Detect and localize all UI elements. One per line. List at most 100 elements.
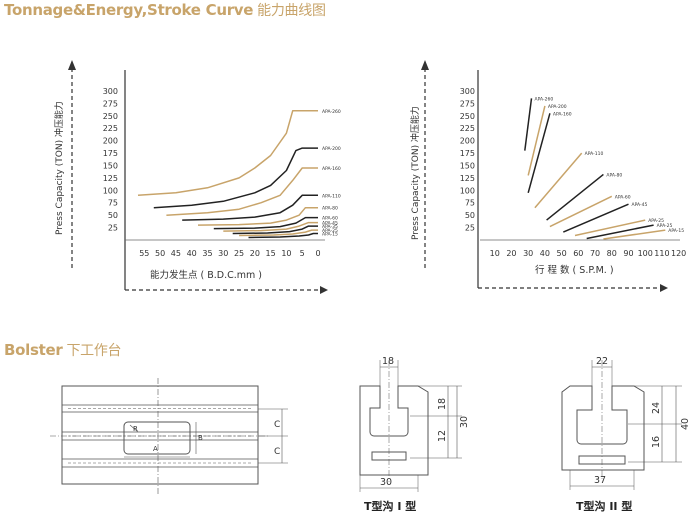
t-slot-type1-dim-total: 30 <box>459 416 470 428</box>
t-slot-type2-caption: T型沟 II 型 <box>576 500 633 513</box>
chart2-x-tick: 80 <box>607 249 617 258</box>
chart2-series-line <box>586 224 654 240</box>
t-slot-type1-dim-top: 18 <box>382 356 394 367</box>
chart1-y-tick: 250 <box>103 112 118 121</box>
section-title-bolster-en: Bolster <box>4 341 63 359</box>
bolster-dim-a: A <box>153 445 158 453</box>
chart2-y-tick: 275 <box>460 99 475 108</box>
chart1-x-tick: 10 <box>281 249 291 258</box>
chart2-y-tick: 300 <box>460 87 475 96</box>
chart1-series-line <box>213 216 318 230</box>
chart2-y-tick: 75 <box>465 199 475 208</box>
chart2-y-tick: 175 <box>460 149 475 158</box>
chart2-x-tick: 100 <box>638 249 653 258</box>
chart1-y-tick: 125 <box>103 174 118 183</box>
chart2-series-label: APA-60 <box>615 194 631 200</box>
chart2-series-label: APA-25 <box>657 223 673 229</box>
chart2-series-label: APA-15 <box>668 228 684 234</box>
chart2-series-label: APA-160 <box>553 111 572 117</box>
chart1-y-tick: 75 <box>108 199 118 208</box>
chart1-y-tick: 150 <box>103 161 118 170</box>
chart2-y-tick: 50 <box>465 211 475 220</box>
chart1-series-line <box>248 232 318 239</box>
t-slot-type1-dim-upper: 18 <box>437 398 448 410</box>
chart2-y-tick: 100 <box>460 186 475 195</box>
chart1-series-line <box>223 221 318 232</box>
chart1-y-tick: 200 <box>103 137 118 146</box>
chart2-series-line <box>549 195 613 228</box>
chart1-x-tick: 15 <box>266 249 276 258</box>
chart1-series-label: APA-80 <box>322 206 338 212</box>
chart2-y-tick: 150 <box>460 161 475 170</box>
bolster-dim-c2: C <box>274 447 280 457</box>
chart1-series-line <box>182 194 318 221</box>
chart2-x-tick: 40 <box>540 249 550 258</box>
chart1-x-tick: 50 <box>155 249 165 258</box>
chart1-x-tick: 30 <box>218 249 228 258</box>
chart2-y-tick: 250 <box>460 112 475 121</box>
chart2-y-tick: 125 <box>460 174 475 183</box>
chart2-ylabel: Press Capacity (TON) 冲压能力 <box>409 106 421 240</box>
chart2-right-arrow <box>660 284 668 292</box>
chart2-x-tick: 120 <box>671 249 686 258</box>
chart2-x-tick: 20 <box>506 249 516 258</box>
section-title-bolster-cn: 下工作台 <box>66 343 122 359</box>
chart2-series-line <box>574 219 646 237</box>
chart1-x-tick: 20 <box>250 249 260 258</box>
t-slot-type1 <box>359 360 462 492</box>
chart1-series: APA-260APA-200APA-160APA-110APA-80APA-60… <box>137 109 341 239</box>
chart1-y-tick: 225 <box>103 124 118 133</box>
chart2-frame: Press Capacity (TON) 冲压能力 行 程 数 ( S.P.M.… <box>409 60 686 292</box>
chart2-x-tick: 30 <box>523 249 533 258</box>
chart2-series-line <box>527 105 546 176</box>
t-slot-type1-outline <box>359 385 429 476</box>
chart2-x-tick: 60 <box>573 249 583 258</box>
bolster-dim-r: R <box>133 425 138 433</box>
chart1-series-label: APA-260 <box>322 109 341 115</box>
chart2-series-label: APA-200 <box>548 104 567 110</box>
chart1-frame: Press Capacity (TON) 冲压能力 能力发生点 ( B.D.C.… <box>53 60 341 294</box>
chart1-x-tick: 45 <box>171 249 181 258</box>
chart2-x-tick: 70 <box>590 249 600 258</box>
bolster-hole <box>123 421 191 455</box>
chart1-series-label: APA-45 <box>322 221 338 227</box>
chart1-y-tick: 25 <box>108 224 118 233</box>
chart2-series-line <box>603 229 666 240</box>
chart1-right-arrow <box>320 286 328 294</box>
chart1-y-tick: 275 <box>103 99 118 108</box>
chart1-series-line <box>232 225 318 235</box>
chart1-y-tick: 100 <box>103 186 118 195</box>
chart2-series-label: APA-25 <box>648 218 664 224</box>
chart1-series-line <box>153 147 318 209</box>
chart2-series: APA-260APA-200APA-160APA-110APA-80APA-60… <box>524 96 684 240</box>
chart2-series-label: APA-110 <box>585 151 604 157</box>
t-slot-type2 <box>561 360 682 490</box>
chart2-x-tick: 50 <box>557 249 567 258</box>
chart2-series-label: APA-80 <box>606 172 622 178</box>
chart1-x-tick: 55 <box>139 249 149 258</box>
chart2-series-line <box>527 113 551 193</box>
chart2-series-line <box>524 98 533 151</box>
chart1-series-line <box>197 206 318 226</box>
t-slot-type2-dim-lower: 16 <box>651 436 662 448</box>
bolster-top-view <box>50 378 288 496</box>
chart2-series-line <box>546 173 604 221</box>
chart1-up-arrow <box>68 60 76 70</box>
t-slot-type1-dim-bottom: 30 <box>380 477 392 488</box>
chart2-xlabel: 行 程 数 ( S.P.M. ) <box>535 264 614 276</box>
chart1-x-tick: 35 <box>202 249 212 258</box>
chart1-series-label: APA-35 <box>322 224 338 230</box>
chart1-series-label: APA-15 <box>322 232 338 238</box>
section-title-tonnage-cn: 能力曲线图 <box>257 3 326 19</box>
chart2-y-tick: 25 <box>465 224 475 233</box>
chart1-series-label: APA-60 <box>322 216 338 222</box>
chart2-up-arrow <box>421 60 429 70</box>
chart1-series-line <box>166 167 318 216</box>
chart2-y-tick: 200 <box>460 137 475 146</box>
chart2-x-tick: 10 <box>490 249 500 258</box>
